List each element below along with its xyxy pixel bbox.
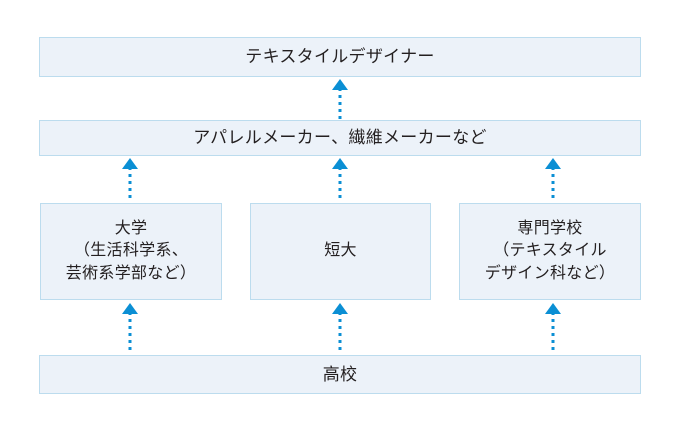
node-high-school: 高校 [39, 355, 641, 394]
arrow-stem-dotted [338, 312, 342, 354]
arrow-highschool-to-university [122, 303, 138, 354]
node-junior-college: 短大 [250, 203, 431, 300]
arrow-head-up-icon [332, 303, 348, 314]
node-apparel-textile-makers: アパレルメーカー、繊維メーカーなど [39, 120, 641, 156]
arrow-stem-dotted [338, 167, 342, 202]
arrow-makers-to-designer [332, 79, 348, 119]
arrow-head-up-icon [122, 158, 138, 169]
arrow-vocational-school-to-makers [545, 158, 561, 202]
arrow-stem-dotted [338, 88, 342, 119]
arrow-junior-college-to-makers [332, 158, 348, 202]
arrow-head-up-icon [545, 158, 561, 169]
arrow-head-up-icon [545, 303, 561, 314]
arrow-head-up-icon [332, 79, 348, 90]
arrow-head-up-icon [332, 158, 348, 169]
arrow-highschool-to-vocational-school [545, 303, 561, 354]
arrow-stem-dotted [551, 167, 555, 202]
node-vocational-school: 専門学校 （テキスタイル デザイン科など） [459, 203, 641, 300]
arrow-university-to-makers [122, 158, 138, 202]
arrow-stem-dotted [128, 167, 132, 202]
arrow-stem-dotted [551, 312, 555, 354]
arrow-head-up-icon [122, 303, 138, 314]
arrow-stem-dotted [128, 312, 132, 354]
node-university: 大学 （生活科学系、 芸術系学部など） [40, 203, 222, 300]
node-textile-designer: テキスタイルデザイナー [39, 37, 641, 77]
arrow-highschool-to-junior-college [332, 303, 348, 354]
